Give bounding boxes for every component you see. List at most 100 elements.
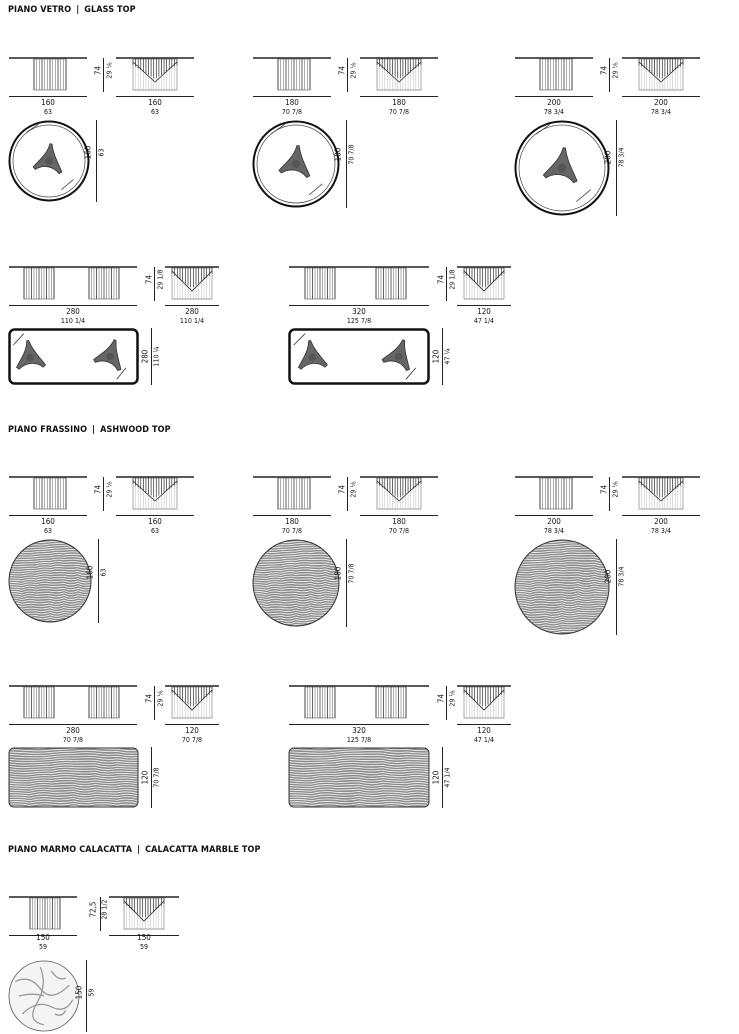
top-width-in-label: 70 7/8 (388, 527, 410, 535)
section-title-it: PIANO MARMO CALACATTA (8, 845, 133, 855)
glass-reflection (61, 179, 74, 191)
fluted-base (171, 267, 213, 300)
glass-reflection (116, 367, 127, 380)
width-in-label: 70 7/8 (281, 108, 303, 116)
height-dimension-line (446, 686, 447, 720)
height-cm-label: 74 (144, 274, 154, 285)
round-marble-top-plan (8, 960, 80, 1032)
fluted-base (33, 477, 67, 510)
height-cm-label: 74 (599, 484, 609, 495)
marble-vein (21, 999, 74, 1015)
width-cm-label: 180 (285, 98, 299, 107)
glass-reflection (271, 123, 286, 134)
height-dimension-line (347, 58, 348, 92)
marble-vein (54, 1010, 67, 1016)
depth-cm-label: 280 (140, 349, 150, 363)
height-in-label: 29 ⅛ (611, 481, 620, 498)
width-in-label: 125 7/8 (346, 317, 372, 325)
dimension-line (116, 515, 194, 516)
round-glass-top-plan (514, 120, 610, 216)
depth-dimension-line (442, 747, 443, 808)
height-cm-label: 74 (436, 274, 446, 285)
fluted-base (171, 686, 213, 719)
width-cm-label: 160 (41, 517, 55, 526)
fluted-base (277, 477, 311, 510)
section-title-it: PIANO FRASSINO (8, 425, 88, 435)
top-width-cm-label: 120 (477, 307, 491, 316)
table-elevation-side (622, 476, 700, 510)
round-wood-top-plan (8, 539, 92, 623)
diameter-in-label: 78 3/4 (617, 566, 626, 587)
height-dimension-line (154, 686, 155, 720)
height-cm-label: 74 (436, 693, 446, 704)
fluted-base (33, 58, 67, 91)
depth-cm-label: 120 (431, 770, 441, 784)
height-dimension-line (103, 58, 104, 92)
width-cm-label: 180 (285, 517, 299, 526)
width-cm-label: 200 (547, 517, 561, 526)
depth-dimension-line (442, 328, 443, 385)
width-in-label: 59 (38, 943, 47, 951)
glass-reflection (26, 123, 39, 133)
width-in-label: 70 7/8 (281, 527, 303, 535)
fluted-base (375, 267, 407, 300)
tri-leg-base (278, 144, 311, 179)
glass-top-inner (518, 124, 606, 212)
dimension-line (165, 305, 219, 306)
diameter-dimension-line (98, 539, 99, 623)
title-separator: | (76, 5, 80, 15)
height-cm-label: 74 (93, 65, 103, 76)
depth-cm-label: 120 (140, 770, 150, 784)
glass-reflection (12, 333, 25, 346)
diameter-dimension-line (86, 960, 87, 1032)
fluted-base (638, 477, 684, 510)
top-width-cm-label: 160 (148, 98, 162, 107)
top-width-in-label: 78 3/4 (650, 527, 672, 535)
width-in-label: 78 3/4 (543, 108, 565, 116)
table-elevation-side (116, 57, 194, 91)
fluted-base (376, 477, 422, 510)
table-elevation-side (360, 57, 438, 91)
fluted-base (88, 267, 120, 300)
diameter-in-label: 78 3/4 (617, 147, 626, 168)
height-cm-label: 74 (337, 65, 347, 76)
wood-top-outline (288, 747, 430, 808)
top-width-in-label: 59 (139, 943, 148, 951)
tri-leg-base (16, 340, 47, 370)
table-elevation-front (289, 266, 429, 300)
width-cm-label: 200 (547, 98, 561, 107)
diameter-in-label: 63 (97, 148, 106, 157)
dimension-line (9, 515, 87, 516)
top-width-in-label: 47 1/4 (473, 736, 495, 744)
rect-glass-top-plan (8, 328, 139, 385)
depth-dimension-line (151, 328, 152, 385)
rect-wood-top-plan (8, 747, 139, 808)
diameter-dimension-line (616, 120, 617, 216)
section-title-en: ASHWOOD TOP (100, 425, 171, 435)
width-in-label: 110 1/4 (60, 317, 86, 325)
top-width-cm-label: 200 (654, 517, 668, 526)
table-elevation-front (515, 57, 593, 91)
table-elevation-side (165, 685, 219, 719)
round-wood-top-plan (252, 539, 340, 627)
top-width-cm-label: 280 (185, 307, 199, 316)
depth-in-label: 70 7/8 (152, 766, 161, 788)
diameter-dimension-line (96, 120, 97, 202)
diameter-cm-label: 180 (333, 566, 343, 581)
diameter-dimension-line (346, 539, 347, 627)
glass-reflection (576, 189, 592, 202)
tri-leg-base (542, 147, 578, 184)
section-title-ash: PIANO FRASSINO|ASHWOOD TOP (8, 425, 171, 435)
diameter-dimension-line (616, 539, 617, 635)
dimension-line (515, 515, 593, 516)
diameter-cm-label: 180 (333, 147, 343, 162)
width-cm-label: 280 (66, 307, 80, 316)
table-elevation-side (622, 57, 700, 91)
table-elevation-front (289, 685, 429, 719)
width-cm-label: 160 (41, 98, 55, 107)
fluted-base (23, 686, 55, 719)
marble-vein (18, 993, 45, 997)
diameter-cm-label: 200 (603, 570, 613, 584)
dimension-line (9, 935, 77, 936)
width-in-label: 63 (43, 527, 52, 535)
